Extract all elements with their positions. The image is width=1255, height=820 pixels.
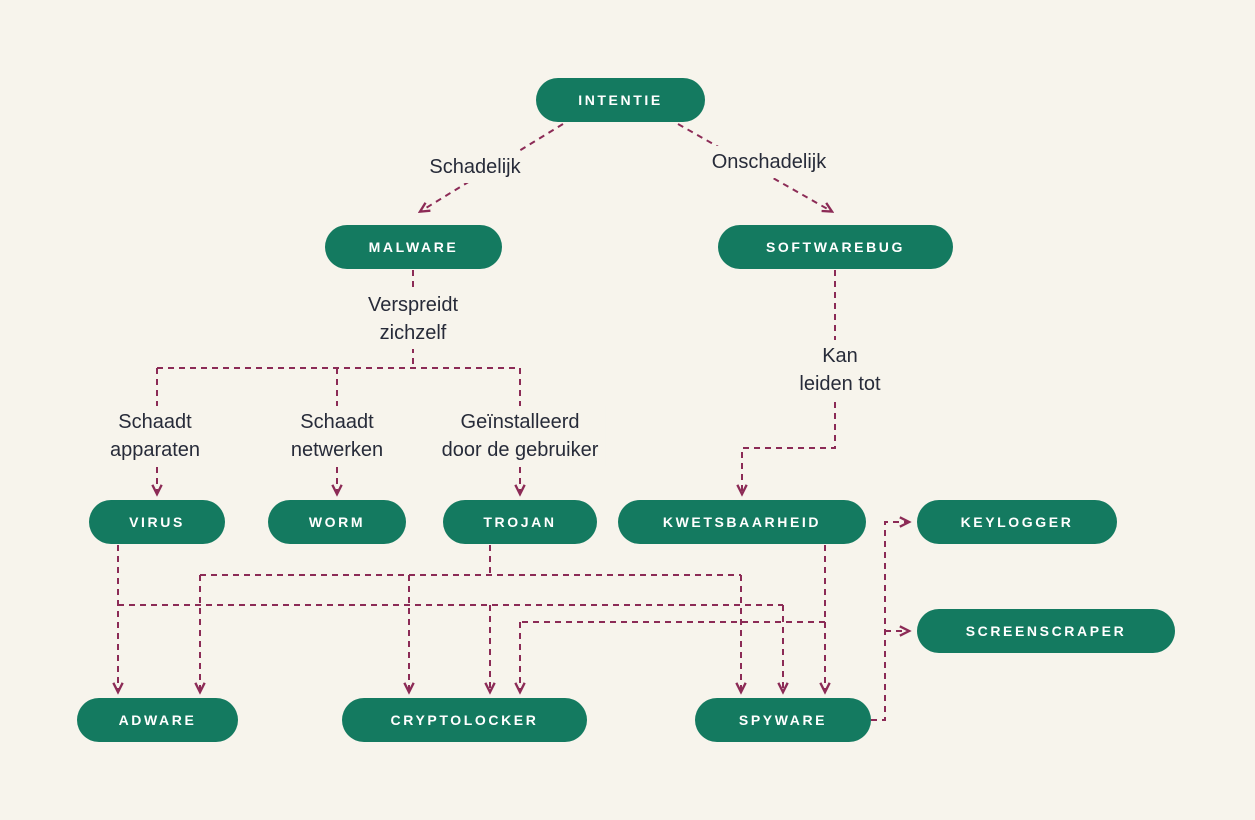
edge-label-kan-leiden-tot: Kan leiden tot <box>792 340 888 400</box>
node-worm-label: WORM <box>308 514 366 530</box>
edge-trojan-branch-trunk <box>200 545 741 576</box>
edge-label-verspreidt-line1: Verspreidt <box>367 294 459 316</box>
edge-label-netwerken-line1: Schaadt <box>300 411 374 433</box>
node-adware: ADWARE <box>77 698 238 742</box>
edge-label-geinstalleerd-line1: Geïnstalleerd <box>460 411 580 433</box>
edge-label-geinstalleerd-door-gebruiker: Geïnstalleerd door de gebruiker <box>434 406 606 466</box>
node-keylogger: KEYLOGGER <box>917 500 1117 544</box>
edge-label-apparaten-line1: Schaadt <box>118 411 192 433</box>
node-softwarebug-label: SOFTWAREBUG <box>765 239 906 255</box>
node-kwetsbaarheid-label: KWETSBAARHEID <box>662 514 822 530</box>
node-malware-label: MALWARE <box>368 239 459 255</box>
edge-label-netwerken-line2: netwerken <box>290 439 384 461</box>
edge-label-schaadt-apparaten: Schaadt apparaten <box>102 406 208 466</box>
node-intentie-label: INTENTIE <box>578 92 663 108</box>
edge-spyware-keylogger <box>871 522 908 721</box>
node-intentie: INTENTIE <box>536 78 705 122</box>
node-trojan-label: TROJAN <box>483 514 557 530</box>
edge-label-schadelijk-line: Schadelijk <box>429 156 521 178</box>
node-worm: WORM <box>268 500 406 544</box>
edge-label-apparaten-line2: apparaten <box>109 439 201 461</box>
node-trojan: TROJAN <box>443 500 597 544</box>
edge-malware-branch-trunk <box>157 270 520 369</box>
edge-label-verspreidt-line2: zichzelf <box>379 322 447 344</box>
edge-label-schadelijk: Schadelijk <box>422 151 528 183</box>
edge-label-geinstalleerd-line2: door de gebruiker <box>441 439 599 461</box>
node-cryptolocker-label: CRYPTOLOCKER <box>390 712 539 728</box>
edge-intentie-malware <box>421 123 564 211</box>
node-cryptolocker: CRYPTOLOCKER <box>342 698 587 742</box>
node-spyware: SPYWARE <box>695 698 871 742</box>
edge-label-onschadelijk: Onschadelijk <box>704 146 834 178</box>
node-keylogger-label: KEYLOGGER <box>960 514 1074 530</box>
node-softwarebug: SOFTWAREBUG <box>718 225 953 269</box>
node-spyware-label: SPYWARE <box>738 712 828 728</box>
node-screenscraper-label: SCREENSCRAPER <box>965 623 1127 639</box>
node-virus: VIRUS <box>89 500 225 544</box>
node-adware-label: ADWARE <box>118 712 197 728</box>
edge-label-kanleiden-line2: leiden tot <box>799 373 881 395</box>
edge-label-schaadt-netwerken: Schaadt netwerken <box>283 406 391 466</box>
node-malware: MALWARE <box>325 225 502 269</box>
node-virus-label: VIRUS <box>129 514 185 530</box>
node-screenscraper: SCREENSCRAPER <box>917 609 1175 653</box>
node-kwetsbaarheid: KWETSBAARHEID <box>618 500 866 544</box>
edge-label-kanleiden-line1: Kan <box>822 345 858 367</box>
edge-label-onschadelijk-line: Onschadelijk <box>711 151 827 173</box>
edge-label-verspreidt-zichzelf: Verspreidt zichzelf <box>360 289 466 349</box>
